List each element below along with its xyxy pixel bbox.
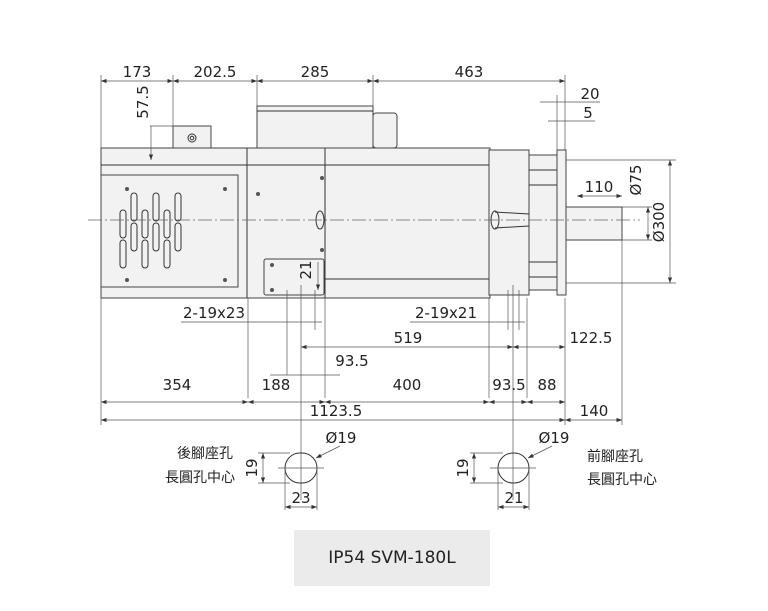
- rear-hole-dia: Ø19: [326, 429, 357, 447]
- dim-93-5-a: 93.5: [335, 352, 368, 370]
- dim-5: 5: [583, 104, 593, 122]
- dim-93-5-b: 93.5: [492, 376, 525, 394]
- vent-slot: [130, 222, 138, 252]
- cable-gland: [372, 112, 398, 149]
- front-hole-height: 19: [454, 458, 472, 477]
- rear-hole-detail: [258, 445, 341, 510]
- vent-slot: [163, 209, 171, 239]
- rear-hole-width: 23: [291, 489, 310, 507]
- dim-122-5: 122.5: [570, 329, 613, 347]
- dim-173: 173: [123, 63, 152, 81]
- dim-110: 110: [585, 178, 614, 196]
- dim-20: 20: [580, 85, 599, 103]
- screw-icon: [125, 278, 129, 282]
- screw-icon: [223, 278, 227, 282]
- rear-hole-label-2: 長圓孔中心: [165, 470, 235, 486]
- screw-icon: [270, 288, 274, 292]
- dim-400: 400: [393, 376, 422, 394]
- dim-285: 285: [301, 63, 330, 81]
- front-hole-label: 前腳座孔: [587, 448, 643, 465]
- vent-slot: [141, 209, 149, 239]
- dimension-lines: [100, 75, 676, 500]
- front-holes-spec: 2-19x21: [415, 304, 477, 322]
- front-hole-width: 21: [504, 489, 523, 507]
- screw-icon: [256, 192, 260, 196]
- dim-140: 140: [580, 402, 609, 420]
- rear-hole-label: 後腳座孔: [177, 446, 233, 462]
- dim-354: 354: [163, 376, 192, 394]
- vent-slots: [119, 192, 182, 269]
- front-hole-label-2: 長圓孔中心: [587, 472, 657, 488]
- dim-463: 463: [455, 63, 484, 81]
- model-label: IP54 SVM-180L: [294, 530, 490, 586]
- terminal-plate: [263, 258, 325, 296]
- screw-icon: [270, 263, 274, 267]
- dim-dia-75: Ø75: [627, 165, 645, 196]
- vent-slot: [119, 239, 127, 269]
- rear-hole-height: 19: [243, 458, 261, 477]
- vent-slot: [174, 222, 182, 252]
- vent-slot: [119, 209, 127, 239]
- dim-57-5: 57.5: [134, 85, 152, 118]
- vent-slot: [174, 192, 182, 222]
- dim-202-5: 202.5: [194, 63, 237, 81]
- terminal-box: [256, 105, 374, 149]
- front-hole-detail: [470, 445, 553, 510]
- vent-slot: [152, 192, 160, 222]
- vent-slot: [163, 239, 171, 269]
- vent-slot: [130, 192, 138, 222]
- screw-icon: [223, 187, 227, 191]
- front-hole-dia: Ø19: [539, 429, 570, 447]
- screw-icon: [125, 187, 129, 191]
- rear-holes-spec: 2-19x23: [183, 304, 245, 322]
- dim-total-1123-5: 1123.5: [310, 402, 363, 420]
- dim-dia-300: Ø300: [650, 202, 668, 242]
- motor-body: [100, 105, 623, 299]
- front-housing: [488, 149, 530, 296]
- dim-188: 188: [262, 376, 291, 394]
- shaft: [565, 206, 623, 241]
- dim-21-height: 21: [297, 260, 315, 279]
- flange: [556, 149, 567, 296]
- vent-slot: [141, 239, 149, 269]
- screw-icon: [320, 176, 324, 180]
- screw-icon: [320, 248, 324, 252]
- small-junction-box: [172, 125, 212, 149]
- dim-88: 88: [537, 376, 556, 394]
- dim-519: 519: [394, 329, 423, 347]
- vent-slot: [152, 222, 160, 252]
